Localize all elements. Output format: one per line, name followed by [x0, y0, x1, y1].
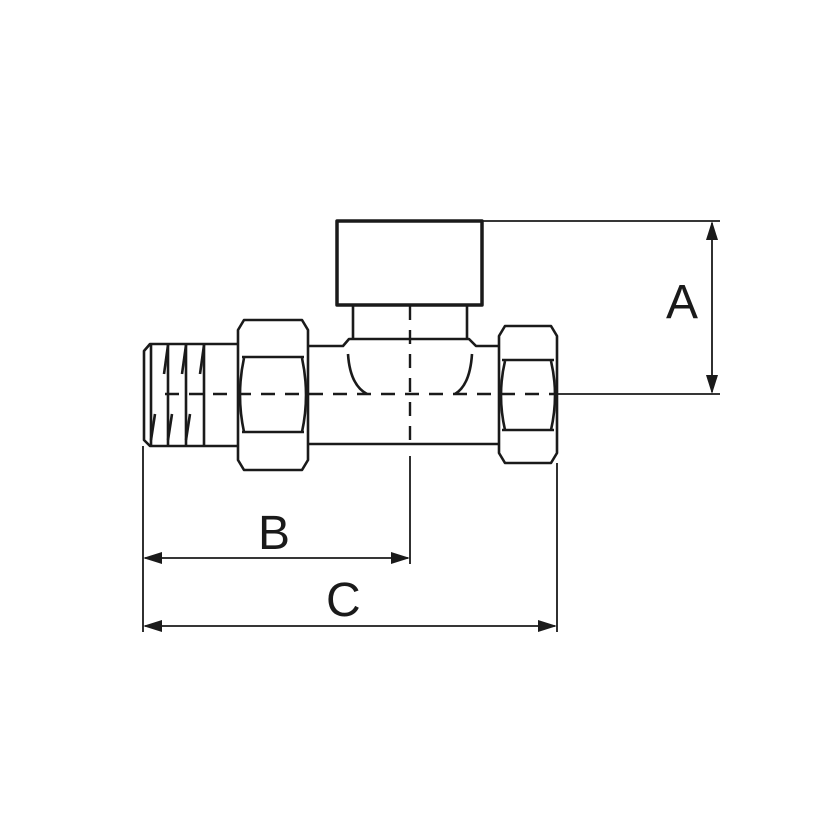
dimension-b: B [142, 446, 411, 632]
threaded-end [142, 342, 237, 448]
dimension-a: A [482, 220, 720, 395]
dimension-c: C [143, 463, 558, 632]
dimension-label-b: B [258, 507, 290, 560]
valve-stem [351, 305, 469, 338]
right-nut [497, 324, 559, 465]
valve-body [308, 337, 499, 446]
dimension-label-a: A [666, 276, 698, 329]
center-lines [165, 306, 556, 450]
valve-cap [335, 219, 484, 307]
dimension-label-c: C [326, 574, 361, 627]
